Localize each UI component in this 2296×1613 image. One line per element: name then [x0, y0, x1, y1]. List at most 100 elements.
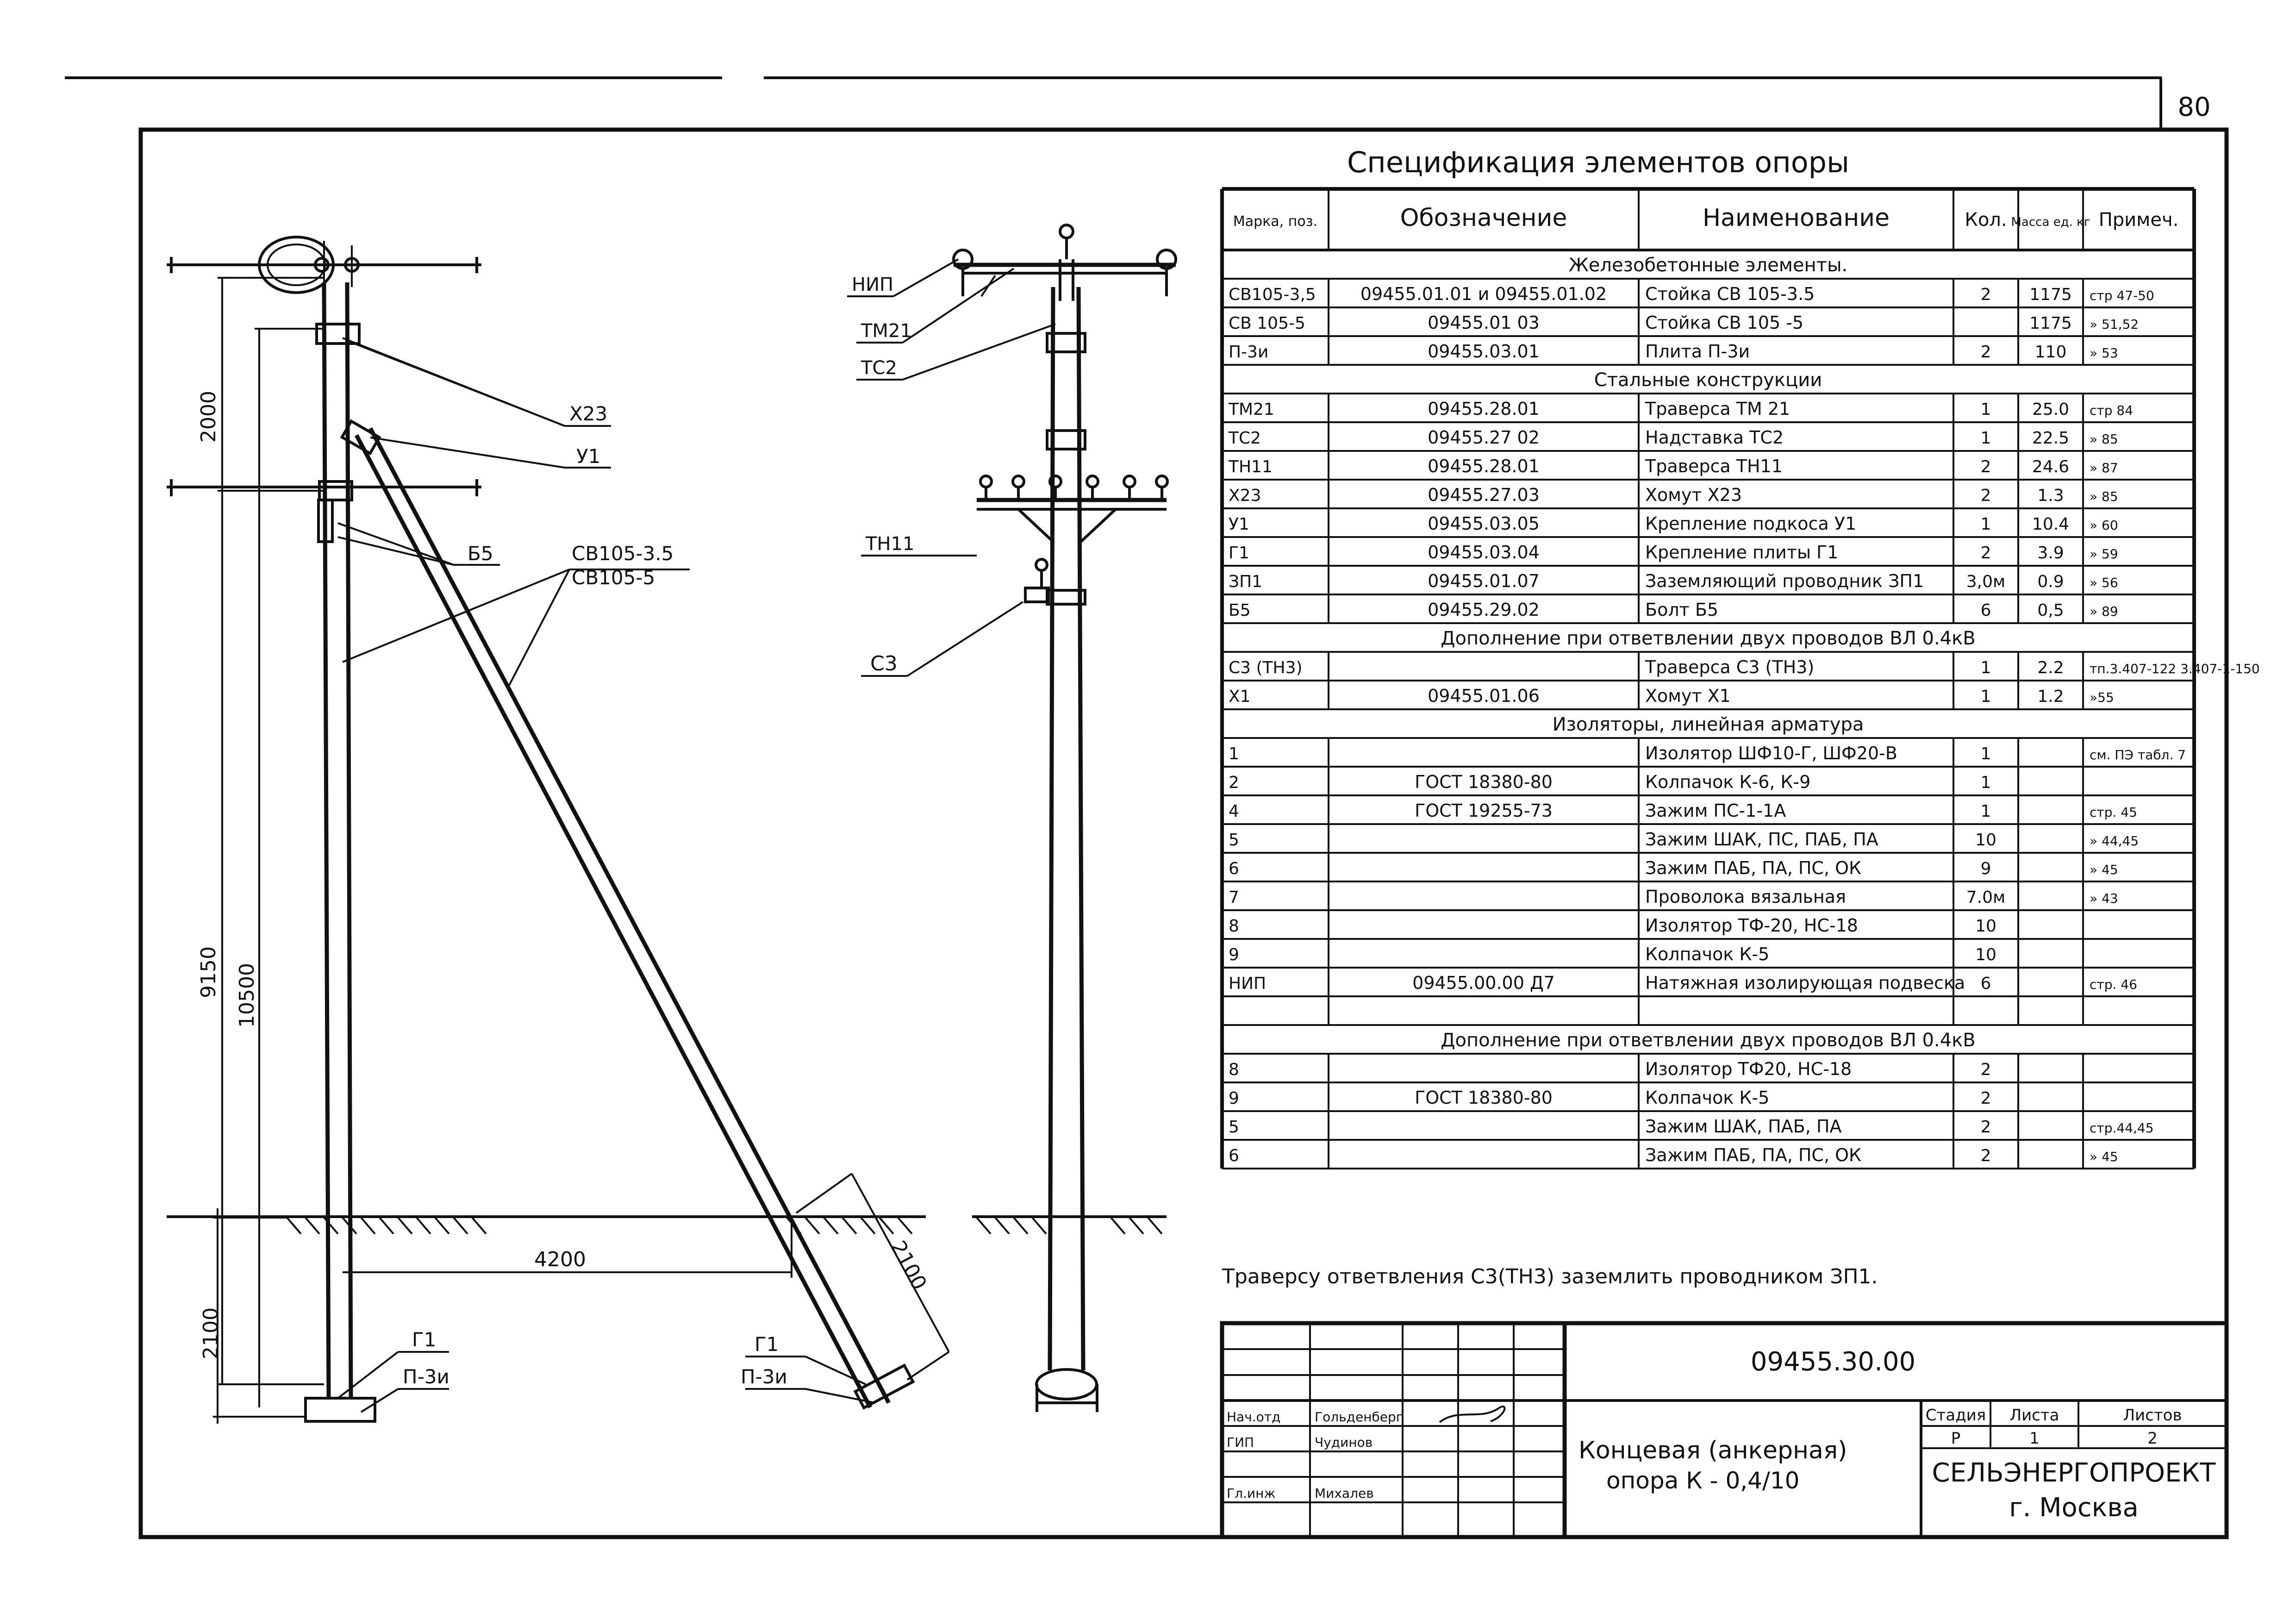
table-cell: » 60: [2090, 518, 2118, 533]
table-cell: Хомут Х1: [1645, 686, 1731, 706]
ground-hatching-front: [976, 1217, 1163, 1235]
table-cell: » 45: [2090, 1149, 2118, 1164]
table-cell: » 44,45: [2090, 833, 2139, 849]
table-cell: Изолятор ТФ20, НС-18: [1645, 1059, 1852, 1079]
table-cell: С3 (ТН3): [1229, 658, 1303, 677]
label-tm21: ТМ21: [861, 320, 912, 342]
table-cell: СВ 105-5: [1229, 314, 1305, 333]
table-cell: 6: [1981, 601, 1991, 620]
table-cell: Крепление плиты Г1: [1645, 542, 1838, 563]
table-cell: 1: [1981, 515, 1991, 534]
table-cell: 9: [1981, 859, 1991, 878]
label-p3-right: П-3и: [741, 1365, 787, 1388]
table-cell: 2: [1981, 486, 1991, 505]
table-cell: Натяжная изолирующая подвеска: [1645, 973, 1965, 993]
table-cell: » 43: [2090, 891, 2118, 906]
table-cell: Х1: [1229, 687, 1251, 706]
table-cell: » 56: [2090, 575, 2118, 590]
table-header-cell: Кол.: [1965, 209, 2007, 231]
table-cell: » 53: [2090, 345, 2118, 361]
table-cell: 1: [1981, 773, 1991, 792]
table-cell: » 89: [2090, 604, 2118, 619]
dim-2100-left: 2100: [199, 1307, 223, 1359]
table-cell: 1: [1981, 687, 1991, 706]
label-g1-right: Г1: [755, 1333, 779, 1356]
table-cell: Изолятор ШФ10-Г, ШФ20-В: [1645, 743, 1897, 763]
table-cell: » 45: [2090, 862, 2118, 877]
org-city: г. Москва: [2009, 1493, 2139, 1523]
drawing-frame: [138, 127, 2229, 1539]
table-cell: 09455.03.01: [1428, 341, 1540, 362]
top-insulator-assembly: [167, 236, 481, 296]
sign-name-1: Гольденберг: [1315, 1409, 1403, 1425]
table-header-cell: Примеч.: [2099, 209, 2179, 231]
table-cell: 09455.28.01: [1428, 456, 1540, 476]
table-cell: Болт Б5: [1645, 600, 1718, 620]
sign-role-3: Гл.инж: [1227, 1486, 1276, 1501]
table-cell: 09455.01.01 и 09455.01.02: [1360, 284, 1607, 304]
table-cell: ЗП1: [1229, 572, 1262, 591]
pole-left-edge: [322, 282, 331, 1399]
table-cell: см. ПЭ табл. 7: [2090, 747, 2186, 763]
table-cell: Зажим ПС-1-1А: [1645, 800, 1786, 821]
table-cell: стр. 45: [2090, 805, 2137, 820]
signature: [1439, 1406, 1506, 1423]
label-tn11: ТН11: [865, 533, 914, 555]
table-cell: 2: [1981, 544, 1991, 563]
table-cell: » 59: [2090, 546, 2118, 562]
page-number: 80: [2177, 92, 2210, 122]
table-cell: 6: [1229, 1146, 1239, 1165]
table-cell: 3.9: [2037, 544, 2064, 563]
sheet-header: Листа: [2010, 1406, 2059, 1425]
table-cell: 1175: [2029, 314, 2072, 333]
table-cell: Зажим ПАБ, ПА, ПС, ОК: [1645, 1145, 1861, 1165]
table-cell: 2.2: [2037, 658, 2064, 677]
sign-name-3: Михалев: [1315, 1486, 1374, 1501]
tn11-insulators: [979, 475, 1169, 500]
table-cell: 2: [1981, 457, 1991, 476]
title-block: [1220, 1321, 2229, 1539]
table-cell: 9: [1229, 1089, 1239, 1108]
table-cell: ГОСТ 18380-80: [1415, 1088, 1553, 1108]
sheets-value: 2: [2147, 1429, 2158, 1448]
table-cell: Проволока вязальная: [1645, 887, 1846, 907]
table-cell: 09455.01.06: [1428, 686, 1540, 706]
table-cell: 09455.29.02: [1428, 600, 1540, 620]
table-cell: 10: [1975, 831, 1997, 850]
dim-4200: 4200: [534, 1248, 586, 1271]
table-cell: Траверса ТН11: [1645, 456, 1783, 476]
table-cell: Колпачок К-5: [1645, 944, 1769, 964]
table-cell: 1: [1981, 658, 1991, 677]
table-cell: 2: [1981, 1118, 1991, 1137]
table-cell: 10: [1975, 945, 1997, 964]
table-cell: 8: [1229, 917, 1239, 936]
label-ts2: ТС2: [861, 357, 897, 379]
table-cell: 2: [1981, 285, 1991, 304]
sheet-value: 1: [2029, 1429, 2040, 1448]
spec-note: Траверсу ответвления С3(ТН3) заземлить п…: [1222, 1265, 1878, 1288]
table-cell: 0,5: [2037, 601, 2064, 620]
table-cell: 6: [1229, 859, 1239, 878]
table-cell: 3,0м: [1966, 572, 2005, 591]
table-cell: 4: [1229, 802, 1239, 821]
table-cell: 09455.01.07: [1428, 571, 1540, 591]
table-cell: стр 47-50: [2090, 288, 2154, 303]
table-cell: 09455.27.03: [1428, 485, 1540, 505]
table-cell: 22.5: [2032, 429, 2069, 448]
table-cell: СВ105-3,5: [1229, 285, 1316, 304]
front-view: [847, 224, 1177, 1412]
table-cell: Надставка ТС2: [1645, 427, 1784, 448]
table-section-header: Изоляторы, линейная арматура: [1553, 714, 1864, 735]
table-cell: 2: [1981, 1060, 1991, 1079]
table-header-cell: Марка, поз.: [1233, 213, 1317, 230]
sheets-header: Листов: [2123, 1406, 2182, 1425]
table-cell: 8: [1229, 1060, 1239, 1079]
sign-role-1: Нач.отд: [1227, 1409, 1280, 1425]
table-cell: тп.3.407-122 3.407-1-150: [2090, 661, 2260, 676]
table-cell: Зажим ШАК, ПАБ, ПА: [1645, 1116, 1841, 1137]
spec-title: Спецификация элементов опоры: [1347, 145, 1849, 179]
table-cell: стр 84: [2090, 403, 2133, 418]
table-cell: 7.0м: [1966, 888, 2005, 907]
